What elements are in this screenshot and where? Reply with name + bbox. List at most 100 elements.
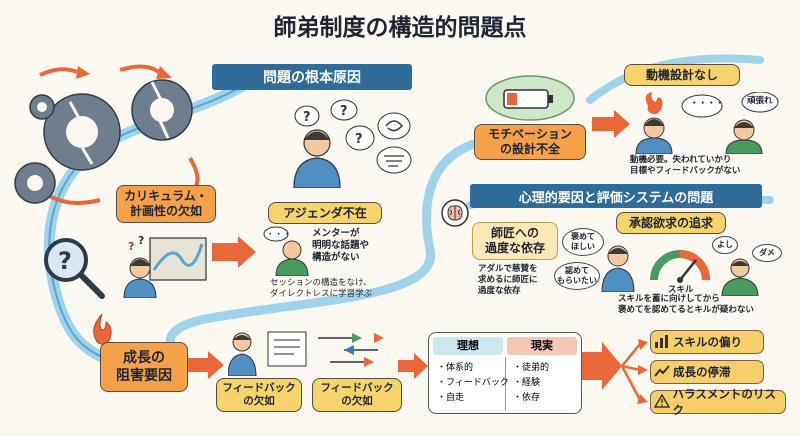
orange-arrow-1: [39, 67, 79, 77]
page-title: 師弟制度の構造的問題点: [273, 15, 527, 41]
split-line-2: [621, 364, 641, 372]
svg-text:?: ?: [355, 132, 363, 147]
feedback-lack-box-2: フィードバック の欠如: [312, 378, 402, 412]
skill-gauge-icon: [650, 250, 710, 283]
split-head-1: [638, 339, 648, 350]
blue-path-top: [586, 54, 764, 104]
arrow-to-agenda: [212, 236, 256, 268]
excessive-dependence-box: 師匠への 過度な依存: [472, 222, 558, 260]
feedback-lack-box-1: フィードバック の欠如: [216, 378, 302, 412]
dependence-line-2: 過度な依存: [484, 241, 545, 255]
agenda-caption-line-1: セッションの構造をなけ、: [270, 278, 372, 288]
warning-icon: [651, 393, 673, 411]
ideal-vs-reality-card: 理想 現実 ・体系的 ・フィードバック ・自走 ・徒弟的 ・経験 ・依存: [428, 332, 582, 414]
motivation-caption-line-1: 動機必要。失われていかり: [630, 155, 732, 165]
magnifier-question-icon: ?: [44, 238, 105, 299]
arrow-to-design: [592, 110, 630, 138]
svg-text:?: ?: [340, 104, 348, 119]
growth-obstacle-box: 成長の 阻害要因: [100, 342, 188, 392]
skill-bias-icon: [651, 334, 673, 351]
svg-text:?: ?: [58, 247, 72, 275]
svg-text:?: ?: [303, 110, 311, 125]
motivation-speech-cheer: 頑張れ: [747, 96, 773, 106]
outcome-harassment-risk: ハラスメントのリスク: [650, 387, 786, 417]
split-line-1: [621, 343, 641, 367]
column-divider: [505, 357, 506, 411]
reality-item: ・徒弟的: [513, 363, 550, 373]
motivation-caption: 動機必要。失われていかり 目標やフィードバックがない: [630, 155, 740, 177]
person-with-map-illustration: ? ?: [123, 234, 207, 298]
praise-line-2: ほしい: [571, 242, 595, 251]
mentor-speaking-illustration: [263, 226, 309, 276]
svg-text:?: ?: [128, 240, 134, 253]
low-battery-cloud-icon: [485, 75, 575, 121]
growth-stagnation-icon: [651, 364, 673, 381]
acknowledge-line-2: もらいたい: [557, 276, 597, 285]
dependence-caption: アダルで慈賛を 求めるに師匠に 過度な依存: [478, 264, 538, 297]
root-cause-banner: 問題の根本原因: [212, 64, 412, 90]
dependence-caption-line-2: 求めるに師匠に: [478, 275, 538, 285]
motivation-speech-dots: ・・・・: [690, 99, 725, 109]
agenda-caption: セッションの構造をなけ、 ダイレクトレスに学習学ぶ: [270, 278, 372, 300]
approval-caption-line-2: 褒めてを認めてるとキルが疑わない: [618, 305, 754, 315]
orange-arrowhead-1: [76, 66, 90, 79]
reality-header: 現実: [507, 337, 577, 355]
agenda-side-line-3: 構造がない: [312, 252, 360, 263]
curriculum-line-1: カリキュラム・: [124, 189, 208, 203]
ideal-list: ・体系的 ・フィードバック ・自走: [437, 361, 509, 406]
agenda-side-text: メンターが 明明な話題や 構造がない: [312, 228, 369, 264]
curriculum-line-2: 計画性の欠如: [129, 204, 202, 218]
blue-path-middle: [165, 135, 495, 355]
orange-arrowhead-2: [156, 66, 172, 79]
agenda-absence-box: アジェンダ不在: [268, 202, 382, 224]
yoshi-bubble: よし: [712, 236, 738, 254]
split-head-2: [638, 365, 648, 375]
growth-line-1: 成長の: [123, 350, 165, 366]
anxious-apprentice-illustration: [601, 245, 635, 292]
praise-line-1: 褒めて: [571, 232, 595, 241]
reality-item: ・経験: [513, 378, 541, 388]
reality-item: ・依存: [513, 393, 541, 403]
arrow-to-outcomes: [582, 342, 622, 390]
feedback2-line-2: の欠如: [341, 395, 373, 407]
small-gear-icon: [14, 162, 56, 204]
outcome-label: スキルの偏り: [673, 335, 742, 349]
approval-seeking-box: 承認欲求の追求: [616, 212, 726, 234]
praise-me-bubble: 褒めて ほしい: [562, 228, 604, 256]
curriculum-lack-box: カリキュラム・ 計画性の欠如: [116, 185, 216, 223]
dependence-caption-line-3: 過度な依存: [478, 286, 521, 296]
approval-caption-line-1: スキルを蓄に向けしてから: [618, 294, 720, 304]
acknowledge-me-bubble: 認めて もらいたい: [554, 262, 600, 290]
ideal-item: ・フィードバック: [437, 378, 509, 388]
broken-gears-icon: [29, 79, 193, 171]
agenda-side-line-1: メンターが: [312, 228, 360, 239]
outcome-growth-stagnation: 成長の停滞: [650, 360, 764, 384]
agenda-caption-line-2: ダイレクトレスに学習学ぶ: [270, 289, 373, 299]
growth-line-2: 阻害要因: [116, 368, 172, 384]
feedback2-line-1: フィードバック: [320, 382, 394, 394]
mentor-cheering-illustration: [635, 92, 779, 154]
dame-bubble: ダメ: [752, 244, 782, 262]
acknowledge-line-1: 認めて: [565, 266, 589, 275]
motivation-caption-line-2: 目標やフィードバックがない: [630, 166, 741, 176]
brain-icon: [441, 199, 469, 227]
ideal-item: ・自走: [437, 393, 465, 403]
split-head-3: [637, 394, 648, 404]
feedback1-line-1: フィードバック: [222, 382, 296, 394]
no-motivation-design-box: 動機設計なし: [624, 64, 740, 86]
motivation-line-1: モチベーション: [488, 127, 572, 141]
agenda-speech-dots: ・・・: [266, 230, 292, 240]
dependence-caption-line-1: アダルで慈賛を: [478, 264, 538, 274]
ideal-item: ・体系的: [437, 363, 474, 373]
feedback1-line-2: の欠如: [243, 395, 275, 407]
outcome-skill-bias: スキルの偏り: [650, 330, 764, 354]
confused-person-illustration: ? ? ?: [293, 99, 412, 188]
gauge-label: スキル: [668, 285, 694, 295]
crossing-arrows-icon: [318, 333, 384, 367]
arrow-to-comparison: [398, 353, 428, 379]
person-reading-doc-illustration: [228, 331, 307, 376]
approval-caption: スキルを蓄に向けしてから 褒めてを認めてるとキルが疑わない: [618, 294, 754, 316]
outcome-label: ハラスメントのリスク: [672, 387, 776, 417]
agenda-side-line-2: 明明な話題や: [312, 240, 370, 251]
